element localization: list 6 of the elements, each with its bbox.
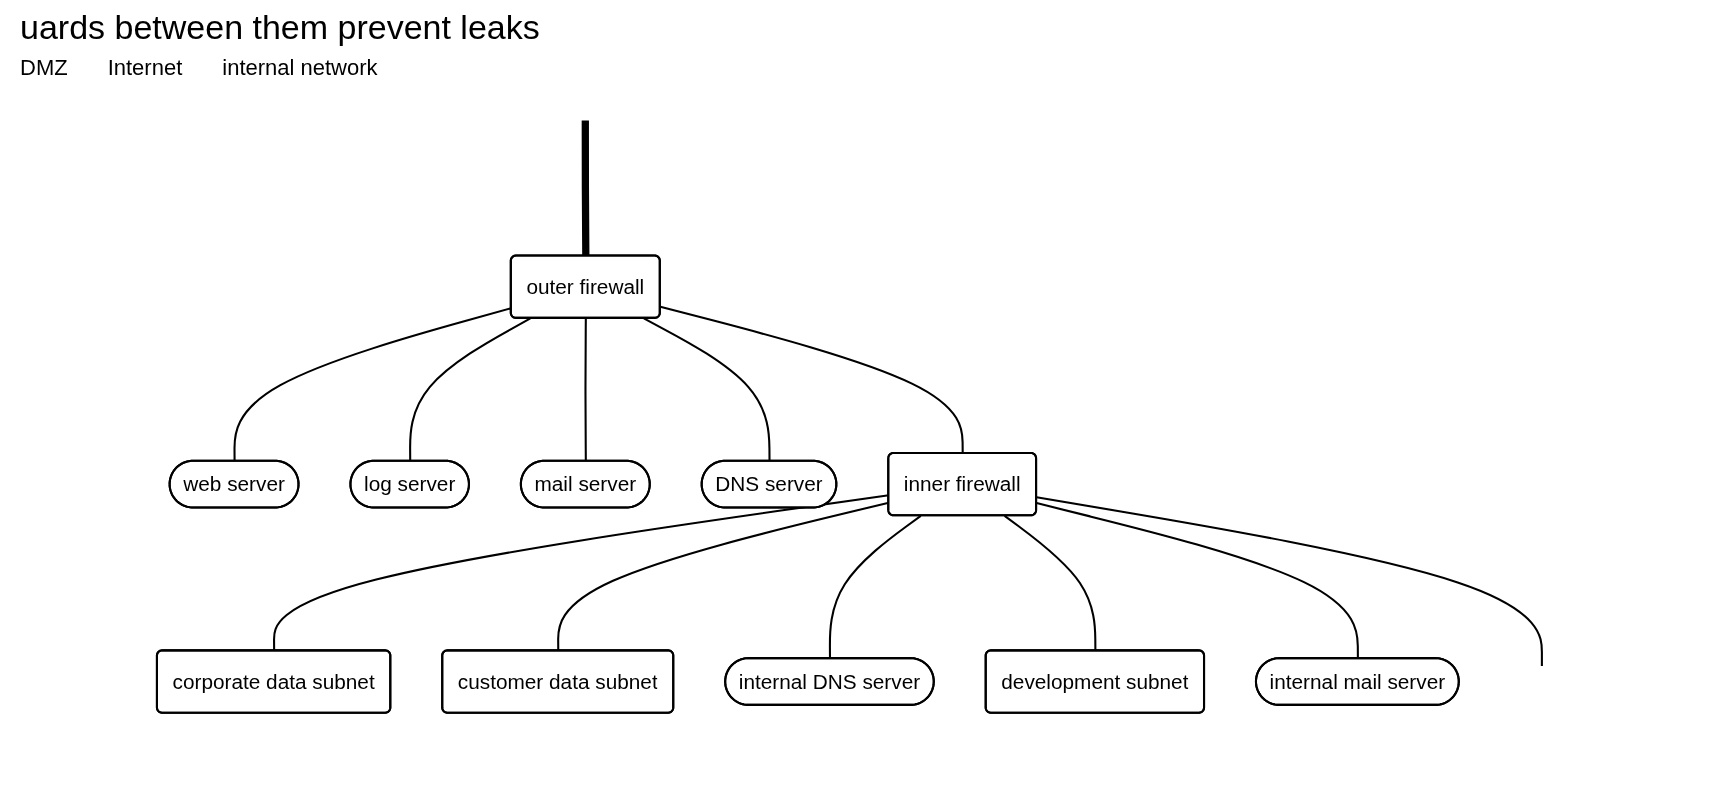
connector <box>1035 496 1543 666</box>
zone-label: Internet <box>107 55 183 81</box>
connector <box>1035 502 1359 659</box>
zone-label: internal network <box>222 55 378 81</box>
diagram-title: uards between them prevent leaks <box>20 8 541 47</box>
zone-label: DMZ <box>20 55 68 81</box>
